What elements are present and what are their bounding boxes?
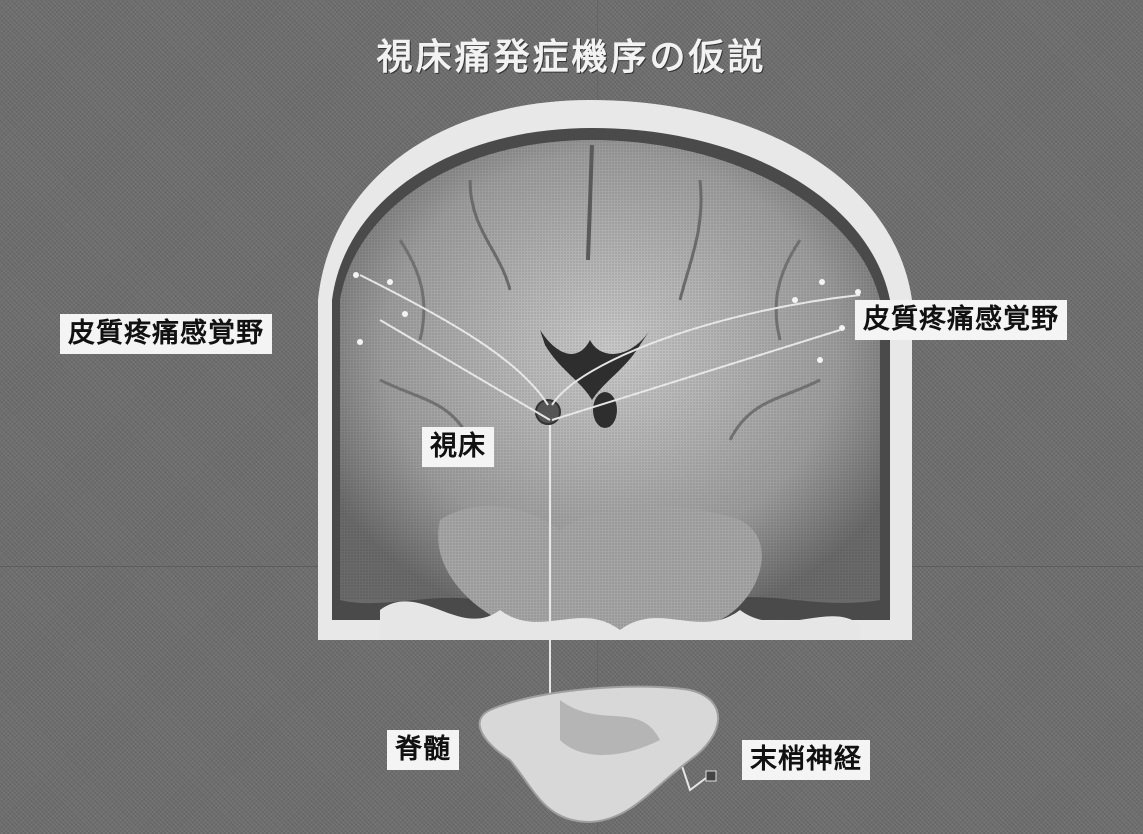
label-cortex-left: 皮質疼痛感覚野 bbox=[60, 314, 272, 354]
peripheral-nerve-end bbox=[706, 771, 716, 781]
label-spinal-cord: 脊髄 bbox=[387, 730, 459, 770]
label-cortex-right: 皮質疼痛感覚野 bbox=[855, 300, 1067, 340]
third-ventricle bbox=[593, 392, 617, 428]
label-peripheral-nerve: 末梢神経 bbox=[742, 740, 870, 780]
label-thalamus: 視床 bbox=[422, 427, 494, 467]
